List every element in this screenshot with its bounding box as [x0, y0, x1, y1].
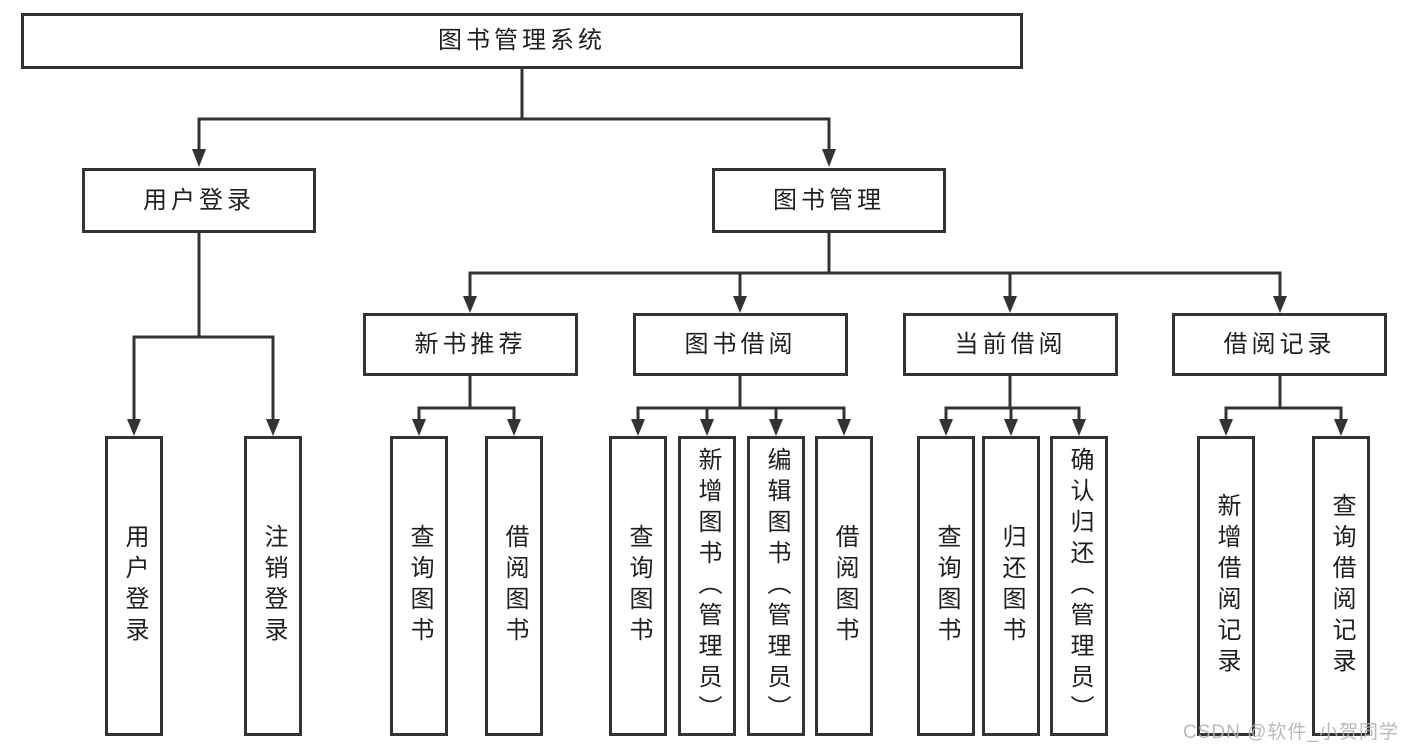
node-label: 图书管理 — [773, 186, 885, 214]
node-label: 归还图书 — [998, 524, 1025, 648]
leaf-query-borrow-record: 查询借阅记录 — [1312, 436, 1370, 736]
node-new-book-recommendation: 新书推荐 — [363, 313, 578, 376]
node-book-borrowing: 图书借阅 — [633, 313, 848, 376]
node-label: 查询借阅记录 — [1328, 493, 1355, 679]
leaf-recommend-query-books: 查询图书 — [390, 436, 448, 736]
node-label: 图书借阅 — [684, 330, 797, 358]
node-borrowing-records: 借阅记录 — [1172, 313, 1387, 376]
leaf-borrowing-borrow-books: 借阅图书 — [815, 436, 873, 736]
node-label: 注销登录 — [260, 524, 287, 648]
node-label: 编辑图书（管理员） — [763, 446, 790, 726]
leaf-return-books: 归还图书 — [982, 436, 1040, 736]
node-label: 查询图书 — [625, 524, 652, 648]
node-current-borrowing: 当前借阅 — [903, 313, 1118, 376]
node-label: 当前借阅 — [954, 330, 1067, 358]
node-label: 借阅记录 — [1223, 330, 1336, 358]
leaf-edit-books-admin: 编辑图书（管理员） — [747, 436, 805, 736]
node-label: 查询图书 — [933, 524, 960, 648]
node-book-management: 图书管理 — [712, 168, 946, 233]
node-label: 用户登录 — [121, 524, 148, 648]
node-label: 确认归还（管理员） — [1066, 446, 1093, 726]
leaf-recommend-borrow-books: 借阅图书 — [485, 436, 543, 736]
leaf-borrowing-query-books: 查询图书 — [609, 436, 667, 736]
leaf-current-query-books: 查询图书 — [917, 436, 975, 736]
leaf-logout-login: 注销登录 — [244, 436, 302, 736]
node-label: 图书管理系统 — [438, 27, 606, 54]
leaf-confirm-return-admin: 确认归还（管理员） — [1050, 436, 1108, 736]
node-label: 新书推荐 — [414, 330, 527, 358]
node-user-login: 用户登录 — [82, 168, 316, 233]
arrowheads — [127, 149, 1348, 436]
node-label: 用户登录 — [143, 186, 255, 214]
csdn-watermark: CSDN @软件_小贺同学 — [1183, 722, 1399, 743]
node-label: 新增借阅记录 — [1213, 493, 1240, 679]
node-label: 查询图书 — [406, 524, 433, 648]
node-label: 借阅图书 — [831, 524, 858, 648]
leaf-user-login: 用户登录 — [105, 436, 163, 736]
leaf-add-borrow-record: 新增借阅记录 — [1197, 436, 1255, 736]
leaf-add-books-admin: 新增图书（管理员） — [678, 436, 736, 736]
node-label: 新增图书（管理员） — [694, 446, 721, 726]
node-library-management-system: 图书管理系统 — [21, 13, 1023, 69]
node-label: 借阅图书 — [501, 524, 528, 648]
